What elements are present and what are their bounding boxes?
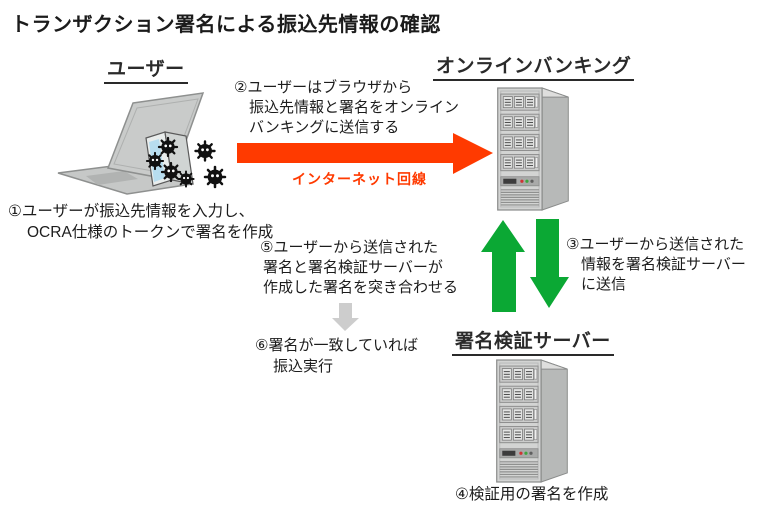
malware-icon bbox=[145, 151, 165, 171]
laptop-base-inset bbox=[86, 171, 138, 185]
server-icon bbox=[493, 359, 569, 483]
down-arrow bbox=[530, 219, 569, 308]
step3-line: ③ユーザーから送信された bbox=[566, 236, 745, 253]
step1-text: ①ユーザーが振込先情報を入力し、 OCRA仕様のトークンで署名を作成 bbox=[8, 201, 273, 243]
step3-line: 情報を署名検証サーバー bbox=[581, 256, 746, 273]
malware-icon bbox=[157, 136, 179, 158]
sync-arrows bbox=[481, 219, 569, 312]
internet-line-label: インターネット回線 bbox=[292, 171, 427, 187]
step5-text: ⑤ユーザーから送信された 署名と署名検証サーバーが 作成した署名を突き合わせる bbox=[260, 238, 458, 298]
step3-line: に送信 bbox=[581, 276, 627, 293]
step4-text: ④検証用の署名を作成 bbox=[455, 484, 608, 505]
online-banking-label: オンラインバンキング bbox=[433, 51, 635, 81]
malware-icon bbox=[177, 170, 195, 188]
verify-server-label: 署名検証サーバー bbox=[452, 326, 614, 356]
up-arrow bbox=[481, 220, 525, 312]
page-title: トランザクション署名による振込先情報の確認 bbox=[11, 14, 441, 36]
malware-icon bbox=[160, 161, 182, 183]
step1-line: OCRA仕様のトークンで署名を作成 bbox=[27, 224, 274, 241]
step5-line: 作成した署名を突き合わせる bbox=[263, 279, 459, 296]
step4-line: ④検証用の署名を作成 bbox=[455, 486, 609, 503]
step6-line: ⑥署名が一致していれば bbox=[255, 337, 418, 354]
step2-text: ②ユーザーはブラウザから 振込先情報と署名をオンライン バンキングに送信する bbox=[234, 78, 459, 138]
right-arrow bbox=[237, 133, 493, 174]
step6-text: ⑥署名が一致していれば 振込実行 bbox=[255, 335, 418, 377]
malware-icon bbox=[194, 140, 216, 162]
step1-line: ①ユーザーが振込先情報を入力し、 bbox=[8, 203, 255, 220]
step5-line: ⑤ユーザーから送信された bbox=[260, 239, 439, 256]
laptop-illustration bbox=[57, 92, 227, 195]
user-label: ユーザー bbox=[104, 54, 188, 84]
step2-line: ②ユーザーはブラウザから bbox=[234, 79, 413, 96]
step2-line: 振込先情報と署名をオンライン bbox=[249, 99, 460, 116]
step5-line: 署名と署名検証サーバーが bbox=[263, 259, 443, 276]
small-down-arrow bbox=[332, 303, 359, 331]
step6-line: 振込実行 bbox=[273, 358, 334, 375]
step3-text: ③ユーザーから送信された 情報を署名検証サーバー に送信 bbox=[566, 235, 746, 295]
step2-line: バンキングに送信する bbox=[249, 119, 400, 136]
server-icon bbox=[494, 87, 570, 211]
malware-icon bbox=[203, 165, 227, 189]
